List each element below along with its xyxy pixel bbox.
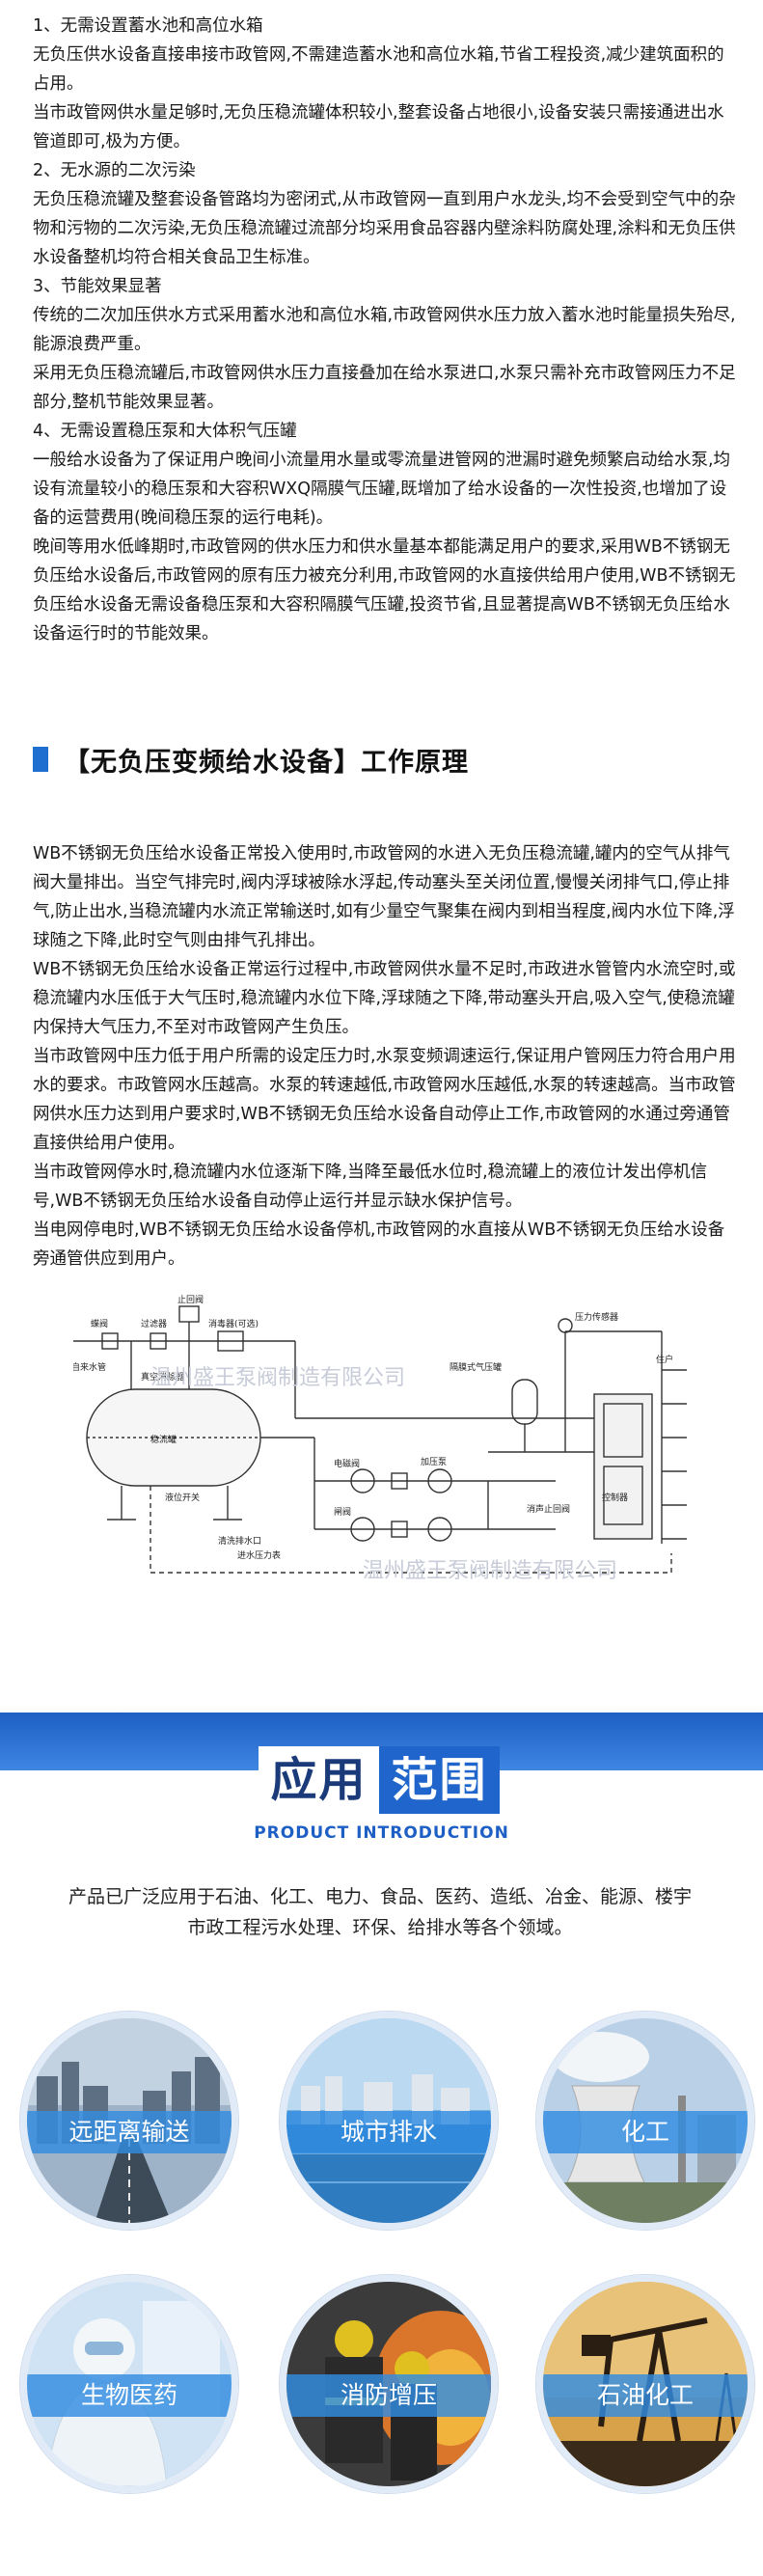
advantage-text: 无负压供水设备直接串接市政管网,不需建造蓄水池和高位水箱,节省工程投资,减少建筑… [33, 45, 724, 94]
principle-text: WB不锈钢无负压给水设备正常运行过程中,市政管网供水量不足时,市政进水管管内水流… [33, 960, 736, 1037]
app-label: 远距离输送 [27, 2111, 232, 2153]
advantage-text: 传统的二次加压供水方式采用蓄水池和高位水箱,市政管网供水压力放入蓄水池时能量损失… [33, 306, 736, 354]
label-motor-valve: 电磁阀 [334, 1458, 360, 1469]
application-desc-line: 市政工程污水处理、环保、给排水等各个领域。 [187, 1917, 573, 1938]
app-label: 消防增压 [286, 2374, 491, 2417]
advantage-text: 采用无负压稳流罐后,市政管网供水压力直接叠加在给水泵进口,水泵只需补充市政管网压… [33, 364, 736, 412]
app-label: 城市排水 [286, 2111, 491, 2153]
app-label: 化工 [543, 2111, 748, 2153]
heading-title: 【无负压变频给水设备】工作原理 [64, 747, 469, 778]
working-principle-heading: 【无负压变频给水设备】工作原理 [33, 743, 469, 778]
advantage-text: 无负压稳流罐及整套设备管路均为密闭式,从市政管网一直到用户水龙头,均不会受到空气… [33, 190, 736, 267]
advantage-heading-3: 3、节能效果显著 [33, 277, 162, 296]
principle-text: 当电网停电时,WB不锈钢无负压给水设备停机,市政管网的水直接从WB不锈钢无负压给… [33, 1220, 725, 1269]
application-subtitle: PRODUCT INTRODUCTION [254, 1823, 509, 1843]
label-inlet: 自来水管 [73, 1361, 106, 1373]
application-description: 产品已广泛应用于石油、化工、电力、食品、医药、造纸、冶金、能源、楼宇 市政工程污… [42, 1881, 718, 1943]
label-silencer: 消毒器(可选) [208, 1318, 259, 1329]
advantage-text: 晚间等用水低峰期时,市政管网的供水压力和供水量基本都能满足用户的要求,采用WB不… [33, 537, 736, 644]
principle-text: WB不锈钢无负压给水设备正常投入使用时,市政管网的水进入无负压稳流罐,罐内的空气… [33, 844, 735, 950]
label-filter: 过滤器 [141, 1318, 167, 1329]
advantage-heading-2: 2、无水源的二次污染 [33, 161, 196, 180]
label-flange: 蝶阀 [91, 1318, 108, 1329]
diagram-watermark: 温州盛王泵阀制造有限公司 [150, 1366, 405, 1390]
advantage-text: 一般给水设备为了保证用户晚间小流量用水量或零流量进管网的泄漏时避免频繁启动给水泵… [33, 451, 731, 528]
app-label: 石油化工 [543, 2374, 748, 2417]
app-petrochemical: 石油化工 [536, 2275, 754, 2493]
diagram-watermark: 温州盛王泵阀制造有限公司 [363, 1559, 617, 1583]
principle-section: WB不锈钢无负压给水设备正常投入使用时,市政管网的水进入无负压稳流罐,罐内的空气… [33, 839, 737, 1274]
label-bypass-check: 消声止回阀 [527, 1503, 570, 1515]
advantage-text: 当市政管网供水量足够时,无负压稳流罐体积较小,整套设备占地很小,设备安装只需接通… [33, 103, 724, 151]
heading-marker [33, 747, 48, 772]
label-cleanout: 清洗排水口 [218, 1535, 261, 1547]
label-diaphragm: 隔膜式气压罐 [450, 1361, 502, 1373]
app-label: 生物医药 [27, 2374, 232, 2417]
advantage-heading-4: 4、无需设置稳压泵和大体积气压罐 [33, 422, 297, 441]
application-desc-line: 产品已广泛应用于石油、化工、电力、食品、医药、造纸、冶金、能源、楼宇 [68, 1886, 692, 1907]
label-stop-valve: 止回阀 [177, 1294, 204, 1305]
system-diagram: 止回阀 蝶阀 过滤器 消毒器(可选) 自来水管 真空消除器 隔膜式气压罐 压力传… [73, 1294, 687, 1583]
advantage-heading-1: 1、无需设置蓄水池和高位水箱 [33, 16, 263, 36]
application-title-part1: 应用 [259, 1746, 379, 1814]
advantages-section: 1、无需设置蓄水池和高位水箱 无负压供水设备直接串接市政管网,不需建造蓄水池和高… [33, 12, 737, 648]
app-biomedicine: 生物医药 [20, 2275, 238, 2493]
label-pressure-sensor: 压力传感器 [575, 1311, 618, 1323]
label-tank: 稳流罐 [150, 1434, 177, 1445]
application-title-part2: 范围 [379, 1746, 500, 1814]
label-check-valve: 闸阀 [334, 1507, 351, 1518]
label-users: 住户 [656, 1354, 673, 1365]
label-pump: 加压泵 [421, 1457, 447, 1467]
principle-text: 当市政管网停水时,稳流罐内水位逐渐下降,当降至最低水位时,稳流罐上的液位计发出停… [33, 1163, 708, 1211]
application-title: 应用 范围 [259, 1746, 500, 1814]
label-vacuum: 真空消除器 [141, 1371, 184, 1383]
principle-text: 当市政管网中压力低于用户所需的设定压力时,水泵变频调速运行,保证用户管网压力符合… [33, 1047, 736, 1153]
label-inlet-pressure: 进水压力表 [237, 1549, 281, 1561]
app-long-distance: 远距离输送 [20, 2012, 238, 2230]
label-controller: 控制器 [602, 1492, 628, 1503]
label-level: 液位开关 [165, 1492, 200, 1503]
app-chemical: 化工 [536, 2012, 754, 2230]
app-fire-pressurization: 消防增压 [280, 2275, 498, 2493]
app-city-drainage: 城市排水 [280, 2012, 498, 2230]
